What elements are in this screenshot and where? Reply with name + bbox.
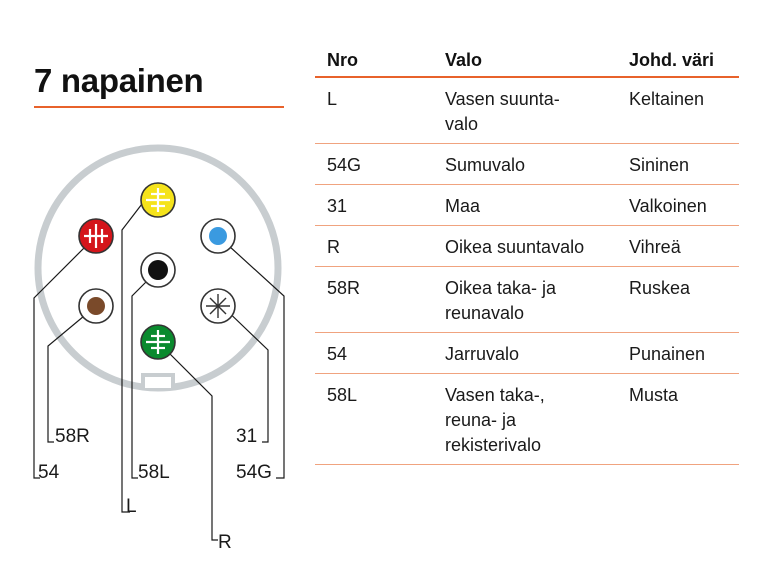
cell-valo-line: rekisterivalo <box>445 435 542 455</box>
cell-valo: Oikea taka- ja reunavalo <box>433 266 617 333</box>
cell-valo-line: valo <box>445 114 479 134</box>
cell-valo-line: Jarruvalo <box>445 344 520 364</box>
title-underline <box>34 106 284 108</box>
label-L: L <box>126 496 137 517</box>
pin-54 <box>78 218 114 254</box>
cell-valo-line: Oikea taka- ja <box>445 278 557 298</box>
label-58R: 58R <box>55 426 90 447</box>
cell-valo-line: reunavalo <box>445 303 525 323</box>
cell-valo: Oikea suuntavalo <box>433 225 617 267</box>
label-R: R <box>218 532 232 553</box>
pin-L <box>140 182 176 218</box>
header-valo: Valo <box>433 44 617 78</box>
cell-nro: 54 <box>315 332 433 374</box>
cell-valo: Jarruvalo <box>433 332 617 374</box>
table-row: 58L Vasen taka-, reuna- ja rekisterivalo… <box>315 373 739 465</box>
cell-valo: Vasen suunta- valo <box>433 77 617 144</box>
pin-54G-cross-mark <box>206 294 230 318</box>
connector-diagram: 58R 31 54 58L 54G L R <box>33 144 285 553</box>
cell-vari: Musta <box>617 373 739 465</box>
cell-valo-line: Oikea suuntavalo <box>445 237 585 257</box>
table-header-row: Nro Valo Johd. väri <box>315 44 739 78</box>
pin-54G <box>200 288 236 324</box>
table-row: L Vasen suunta- valo Keltainen <box>315 77 739 144</box>
cell-valo-line: Sumuvalo <box>445 155 526 175</box>
label-58L: 58L <box>138 462 170 483</box>
cell-valo: Vasen taka-, reuna- ja rekisterivalo <box>433 373 617 465</box>
cell-valo-line: Maa <box>445 196 481 216</box>
label-31: 31 <box>236 426 257 447</box>
leader-line-R <box>157 341 218 541</box>
cell-vari: Punainen <box>617 332 739 374</box>
pin-58R <box>78 288 114 324</box>
cell-nro: 58R <box>315 266 433 333</box>
cell-vari: Ruskea <box>617 266 739 333</box>
leader-lines <box>33 199 285 541</box>
leader-line-54G <box>217 235 285 479</box>
table-row: R Oikea suuntavalo Vihreä <box>315 225 739 267</box>
cell-vari: Vihreä <box>617 225 739 267</box>
cell-vari: Sininen <box>617 143 739 185</box>
cell-nro: 31 <box>315 184 433 226</box>
cell-valo-line: Vasen suunta- <box>445 89 560 109</box>
cell-valo: Sumuvalo <box>433 143 617 185</box>
cell-vari: Keltainen <box>617 77 739 144</box>
header-vari: Johd. väri <box>617 44 739 78</box>
cell-vari: Valkoinen <box>617 184 739 226</box>
table-row: 54G Sumuvalo Sininen <box>315 143 739 185</box>
pin-31 <box>200 218 236 254</box>
table-row: 54 Jarruvalo Punainen <box>315 332 739 374</box>
cell-nro: R <box>315 225 433 267</box>
table-row: 58R Oikea taka- ja reunavalo Ruskea <box>315 266 739 333</box>
table-row: 31 Maa Valkoinen <box>315 184 739 226</box>
pin-R-cross-mark <box>146 330 170 354</box>
leader-line-54 <box>33 235 97 479</box>
label-54: 54 <box>38 462 60 483</box>
cell-nro: 58L <box>315 373 433 465</box>
label-54G: 54G <box>236 462 272 483</box>
leader-line-58R <box>47 305 97 443</box>
pin-R <box>140 324 176 360</box>
pin-54-cross-mark <box>84 224 108 248</box>
pin-L-cross-mark <box>146 188 170 212</box>
leader-line-31 <box>217 301 269 443</box>
cell-valo-line: Vasen taka-, <box>445 385 545 405</box>
cell-valo-line: reuna- ja <box>445 410 517 430</box>
cell-valo: Maa <box>433 184 617 226</box>
leader-line-58L <box>131 269 159 479</box>
cell-nro: L <box>315 77 433 144</box>
cell-nro: 54G <box>315 143 433 185</box>
leader-line-L <box>121 199 146 513</box>
wiring-table: Nro Valo Johd. väri L Vasen suunta- valo… <box>315 44 739 465</box>
pin-58L <box>140 252 176 288</box>
header-nro: Nro <box>315 44 433 78</box>
page-title: 7 napainen <box>34 62 204 99</box>
